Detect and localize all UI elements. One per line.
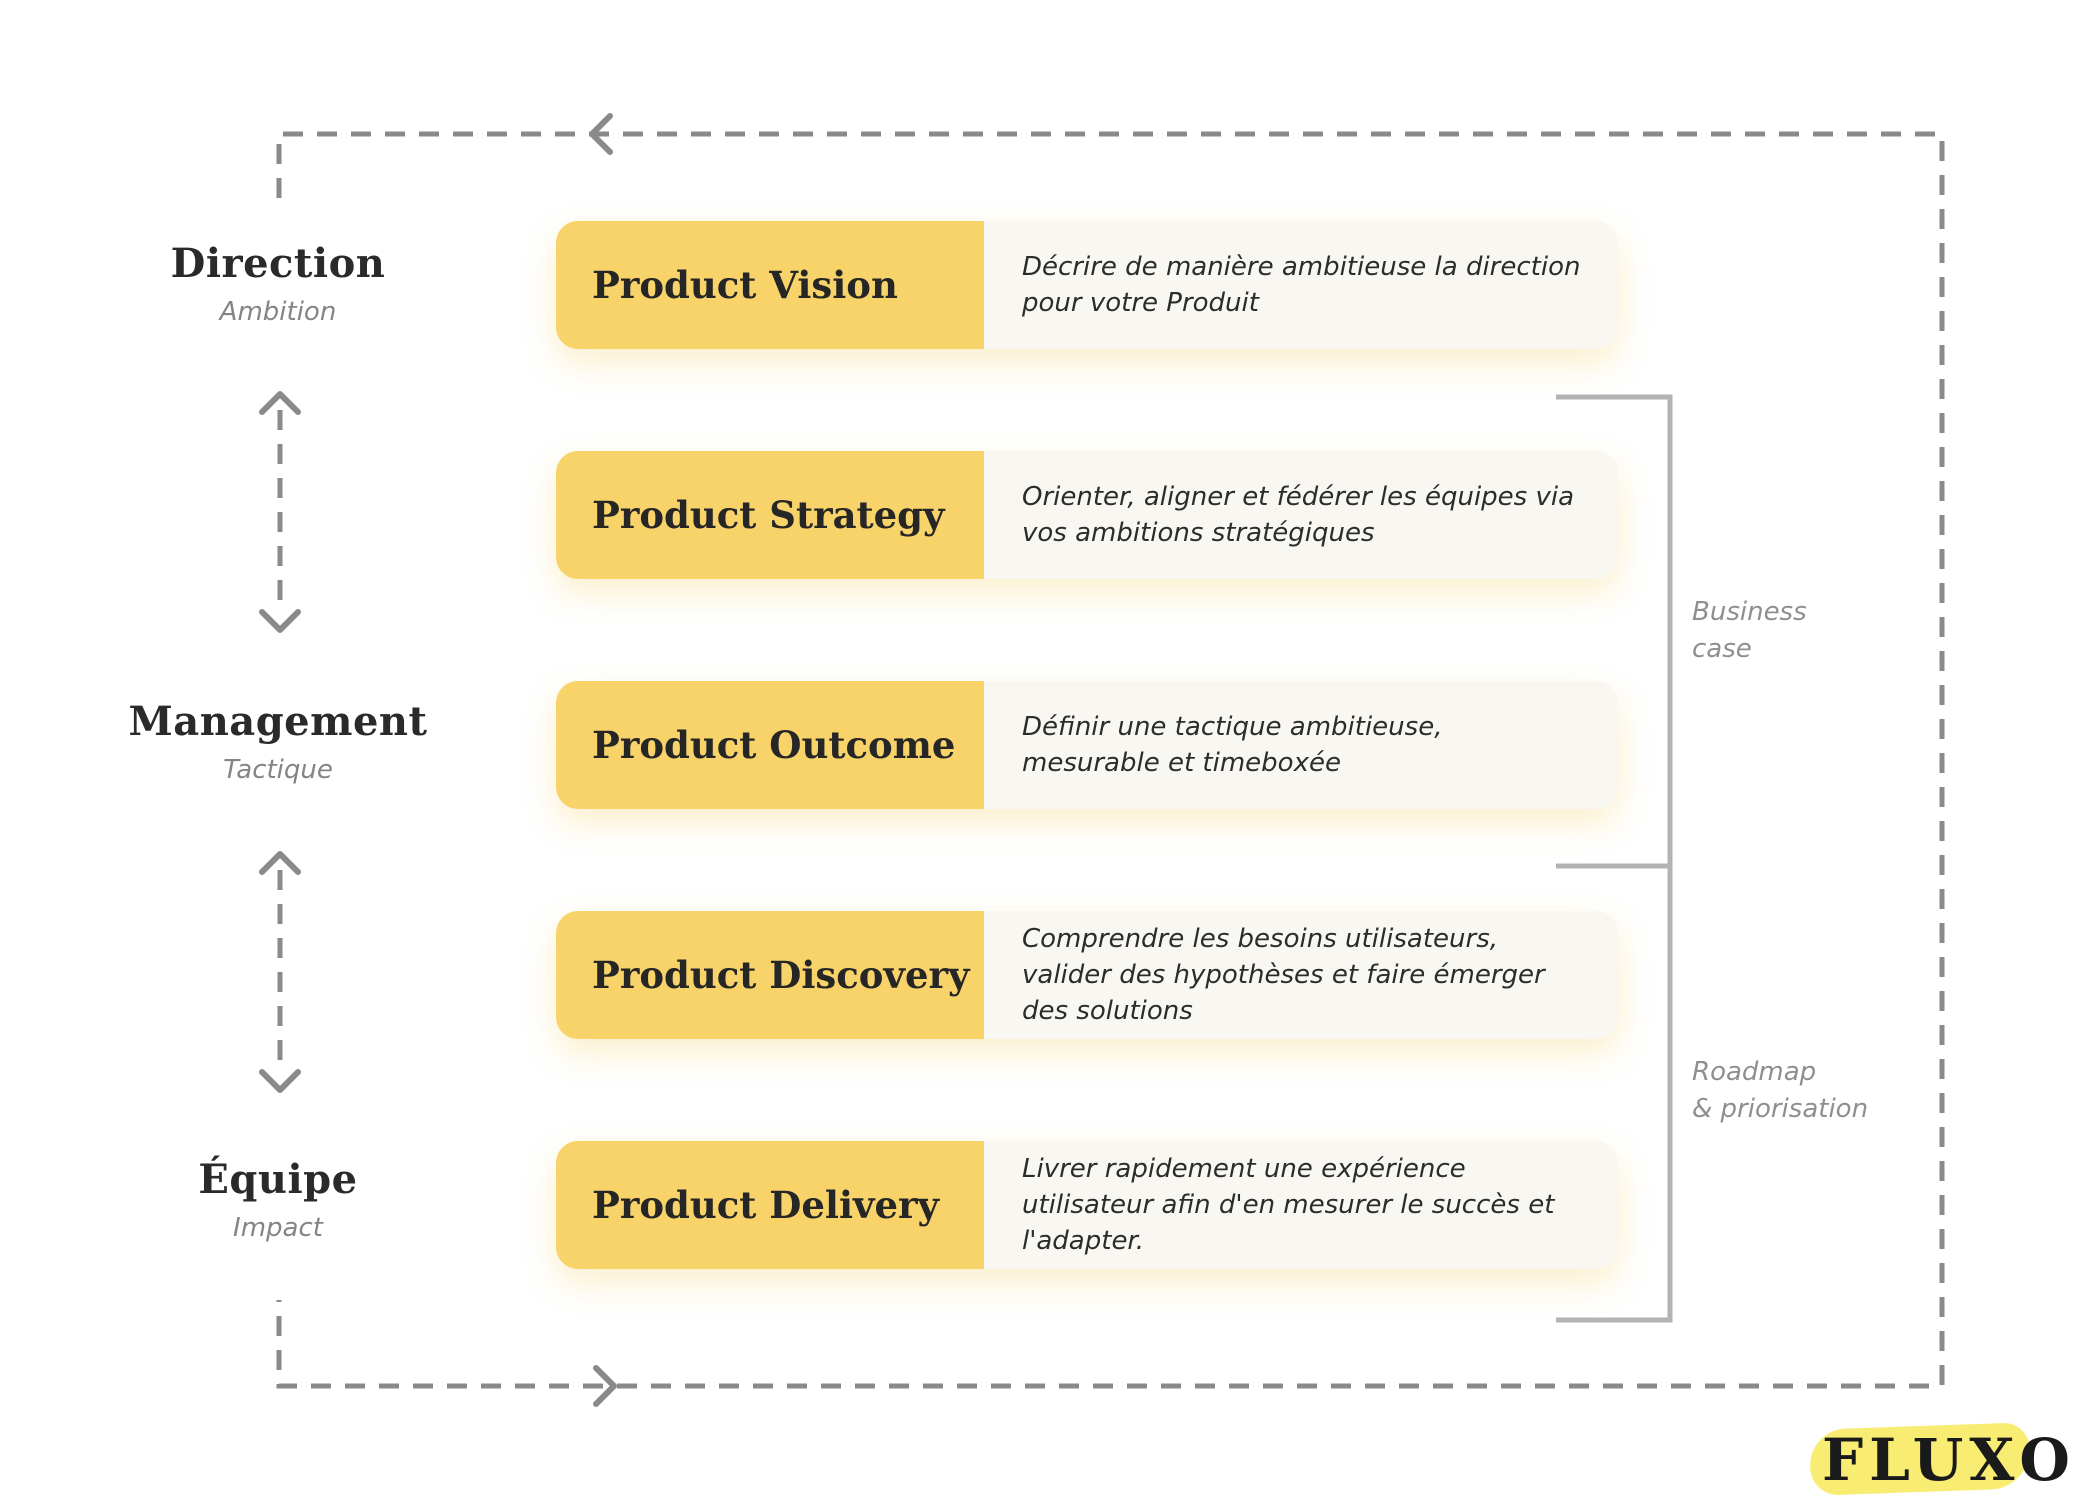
card-title: Product Vision xyxy=(556,221,984,349)
card-description: Définir une tactique ambitieuse, mesurab… xyxy=(1022,712,1443,778)
logo-text: FLUXO xyxy=(1822,1426,2075,1494)
level-title: Équipe xyxy=(198,1156,358,1203)
card-description: Orienter, aligner et fédérer les équipes… xyxy=(1022,482,1575,548)
level-subtitle: Impact xyxy=(233,1213,323,1243)
loop-arrow-left-icon xyxy=(589,113,613,155)
loop-arrow-right-icon xyxy=(593,1365,617,1407)
card-description: Livrer rapidement une expérience utilisa… xyxy=(1022,1154,1555,1256)
level-management: Management Tactique xyxy=(98,698,458,785)
bracket-label-roadmap: Roadmap & priorisation xyxy=(1692,1054,1868,1128)
card-title: Product Discovery xyxy=(556,911,984,1039)
card-description: Comprendre les besoins utilisateurs, val… xyxy=(1022,924,1545,1026)
bracket-label-business-case: Business case xyxy=(1692,594,1807,668)
card-description: Décrire de manière ambitieuse la directi… xyxy=(1022,252,1581,318)
card-product-outcome: Product Outcome Définir une tactique amb… xyxy=(556,681,1618,809)
card-product-vision: Product Vision Décrire de manière ambiti… xyxy=(556,221,1618,349)
card-product-discovery: Product Discovery Comprendre les besoins… xyxy=(556,911,1618,1039)
level-direction: Direction Ambition xyxy=(98,240,458,327)
bracket-label-line: Roadmap xyxy=(1692,1057,1817,1087)
level-subtitle: Ambition xyxy=(219,297,337,327)
bracket-label-line: case xyxy=(1692,634,1752,664)
fluxo-logo: FLUXO xyxy=(1808,1420,2070,1500)
level-title: Direction xyxy=(170,240,386,287)
card-product-strategy: Product Strategy Orienter, aligner et fé… xyxy=(556,451,1618,579)
level-equipe: Équipe Impact xyxy=(98,1156,458,1243)
bracket-label-line: & priorisation xyxy=(1692,1094,1869,1124)
card-product-delivery: Product Delivery Livrer rapidement une e… xyxy=(556,1141,1618,1269)
bracket-business-case xyxy=(1556,394,1673,869)
bracket-label-line: Business xyxy=(1692,597,1807,627)
chevron-up-icon xyxy=(259,851,301,875)
card-title: Product Strategy xyxy=(556,451,984,579)
level-subtitle: Tactique xyxy=(223,755,333,785)
card-title: Product Delivery xyxy=(556,1141,984,1269)
chevron-down-icon xyxy=(259,609,301,633)
loop-top-line xyxy=(276,131,1945,1389)
chevron-down-icon xyxy=(259,1069,301,1093)
card-title: Product Outcome xyxy=(556,681,984,809)
bracket-roadmap xyxy=(1556,866,1673,1323)
level-title: Management xyxy=(128,698,428,745)
chevron-up-icon xyxy=(259,391,301,415)
